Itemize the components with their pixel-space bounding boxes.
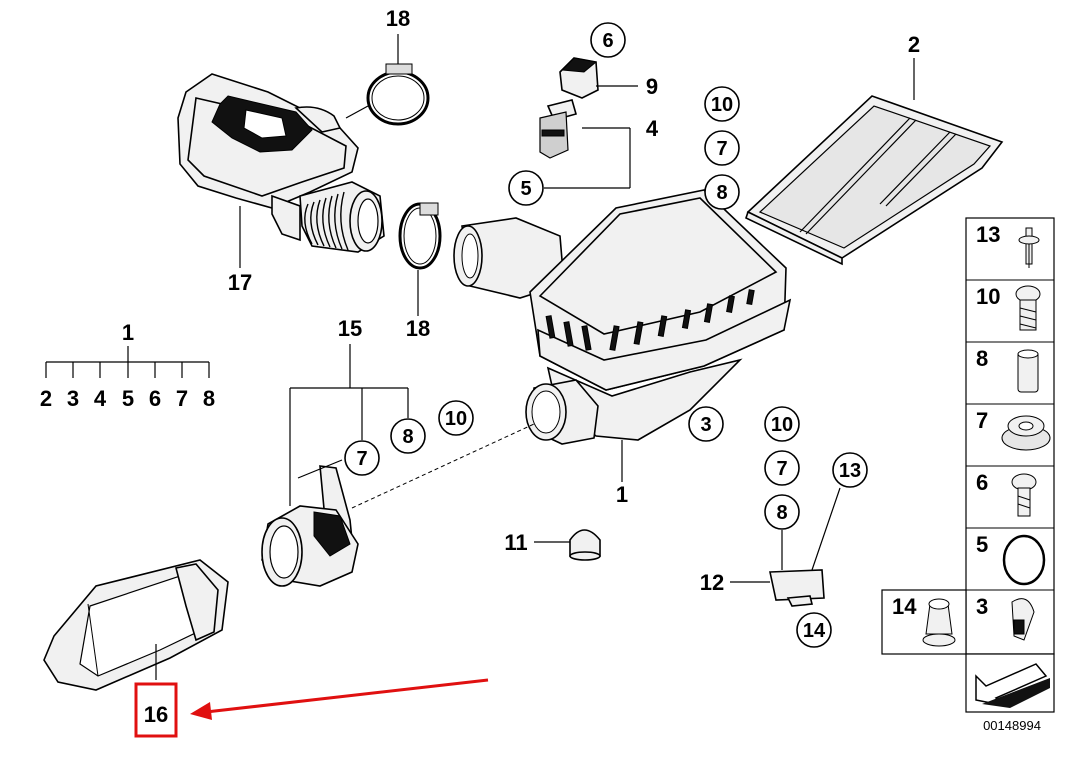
callout-7a-circle	[704, 130, 740, 166]
callout-8b-circle	[390, 418, 426, 454]
reference-number: 00148994	[983, 718, 1041, 733]
part-2-air-filter-element	[745, 95, 1004, 266]
label-9: 9	[646, 74, 658, 99]
label-7-a: 7	[716, 138, 727, 160]
callout-10c-circle	[764, 406, 800, 442]
tree-child-6: 6	[149, 386, 161, 411]
label-6: 6	[602, 30, 613, 52]
callout-7c-circle	[764, 450, 800, 486]
part-9-sensor-cap	[559, 57, 599, 99]
tree-child-2: 2	[40, 386, 52, 411]
label-3: 3	[700, 414, 711, 436]
label-15: 15	[338, 316, 362, 341]
highlight-arrow-shaft	[205, 678, 489, 714]
callout-14-circle	[796, 612, 832, 648]
legend-sleeve-icon	[1017, 349, 1039, 393]
part-18-hose-clamp-top	[366, 63, 430, 126]
callout-10a-circle	[704, 86, 740, 122]
legend-label-13: 13	[976, 222, 1000, 247]
part-15-mass-air-flow-housing	[261, 465, 359, 587]
highlight-box	[134, 682, 178, 738]
tree-child-5: 5	[122, 386, 134, 411]
legend-label-6: 6	[976, 470, 988, 495]
tree-child-4: 4	[94, 386, 107, 411]
label-11: 11	[504, 530, 527, 555]
label-13: 13	[839, 460, 861, 482]
label-1-tree: 1	[122, 320, 134, 345]
legend-o-ring-icon	[1002, 534, 1046, 586]
part-16-air-intake-snorkel	[43, 559, 229, 691]
part-17-bellows	[299, 181, 385, 253]
label-14: 14	[803, 620, 826, 642]
legend-label-14: 14	[892, 594, 917, 619]
label-10-a: 10	[711, 94, 733, 116]
label-1: 1	[616, 482, 628, 507]
label-18-mid: 18	[406, 316, 430, 341]
part-11-cap	[569, 529, 601, 561]
legend-label-3: 3	[976, 594, 988, 619]
label-10-b: 10	[445, 408, 467, 430]
legend-grid: 13 10 8 7 6 5 3 14	[881, 217, 1055, 733]
label-10-c: 10	[771, 414, 793, 436]
label-18-top: 18	[386, 6, 410, 31]
label-8-c: 8	[776, 502, 787, 524]
callout-8a-circle	[704, 174, 740, 210]
callout-8c-circle	[764, 494, 800, 530]
legend-tapping-screw-icon	[1011, 473, 1037, 517]
tree-child-3: 3	[67, 386, 79, 411]
legend-clip-icon	[1011, 598, 1035, 641]
highlight-arrow-head	[190, 702, 212, 720]
label-7-b: 7	[356, 448, 367, 470]
part-17-intake-duct	[177, 73, 359, 242]
callout-13-circle	[832, 452, 868, 488]
callout-3-circle	[688, 406, 724, 442]
tree-child-7: 7	[176, 386, 188, 411]
callout-7b-circle	[344, 440, 380, 476]
part-12-bracket	[769, 569, 825, 607]
legend-rivet-icon	[1018, 227, 1040, 268]
tree-child-8: 8	[203, 386, 215, 411]
callout-10b-circle	[438, 400, 474, 436]
legend-grommet-icon	[1001, 415, 1051, 451]
part-18-hose-clamp-mid	[398, 202, 442, 270]
label-4: 4	[646, 116, 659, 141]
label-16: 16	[144, 702, 168, 727]
label-2: 2	[908, 32, 920, 57]
leader-lines	[45, 34, 915, 680]
part-1-filter-housing	[453, 189, 792, 445]
label-8-b: 8	[402, 426, 413, 448]
legend-arrow-icon	[975, 663, 1050, 708]
part-4-sensor	[539, 99, 577, 159]
legend-screw-icon	[1015, 285, 1041, 331]
legend-label-8: 8	[976, 346, 988, 371]
legend-label-7: 7	[976, 408, 988, 433]
callout-5-circle	[508, 170, 544, 206]
legend-nut-icon	[922, 598, 956, 647]
highlight-annotation	[134, 678, 489, 738]
part-labels: 18 6 9 4 5 2 10 7 8 17 18 15 1 2 3 4 5 6…	[40, 6, 920, 727]
label-12: 12	[700, 570, 724, 595]
callout-6-circle	[590, 22, 626, 58]
label-7-c: 7	[776, 458, 787, 480]
legend-label-5: 5	[976, 532, 988, 557]
legend-label-10: 10	[976, 284, 1000, 309]
label-8-a: 8	[716, 182, 727, 204]
label-5: 5	[520, 178, 531, 200]
label-17: 17	[228, 270, 252, 295]
